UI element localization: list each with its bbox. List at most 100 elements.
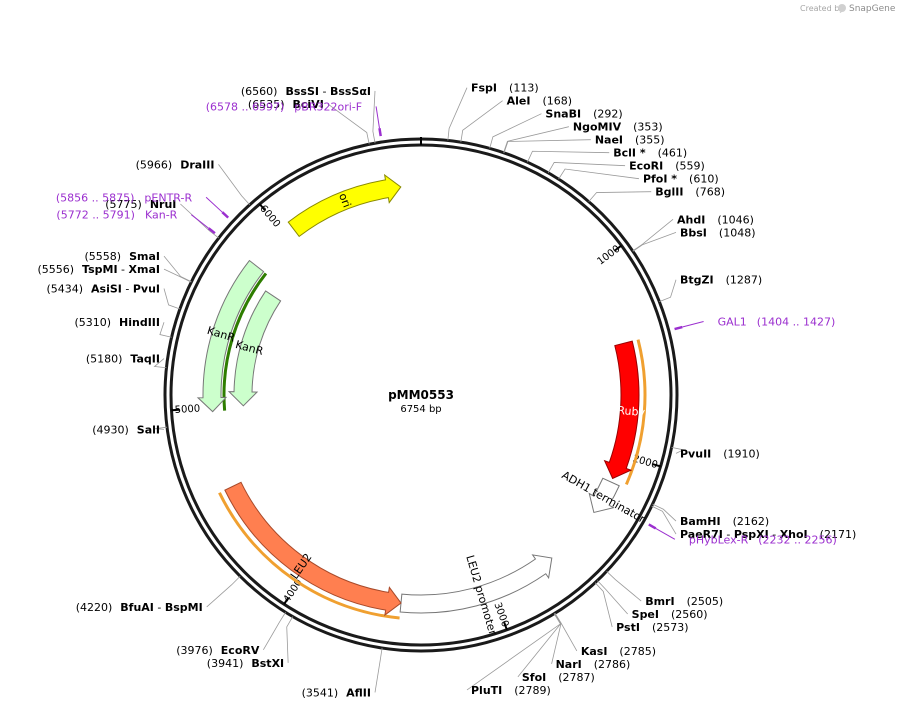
site-name: PspXI	[734, 528, 769, 541]
feature-leu2[interactable]: LEU2	[218, 481, 402, 620]
enzyme-site-bamhi[interactable]: BamHI(2162)	[652, 503, 770, 528]
site-label: SnaBI(292)	[545, 108, 622, 121]
site-leader-line	[460, 100, 503, 143]
primer-gal1[interactable]: GAL1(1404 .. 1427)	[674, 316, 836, 331]
enzyme-site-bmri[interactable]: BmrI(2505)	[606, 570, 724, 608]
enzyme-site-kasi[interactable]: KasI(2785)	[554, 612, 656, 658]
primer-pbr322ori-f[interactable]: (6578 .. 6597)pBR322ori-F	[206, 100, 382, 137]
enzyme-site-ecori[interactable]: EcoRI(559)	[547, 160, 705, 174]
enzyme-site-bcivi[interactable]: (6535)BciVI	[248, 98, 370, 145]
site-label: FspI(113)	[471, 82, 539, 95]
site-leader-line	[206, 575, 241, 608]
feature-label-adh1-terminator: ADH1 terminator	[560, 469, 648, 526]
enzyme-site-bcli[interactable]: BclI *(461)	[527, 147, 687, 163]
site-position: (1287)	[726, 274, 763, 287]
site-position: (768)	[695, 186, 725, 199]
enzyme-site-snabi[interactable]: SnaBI(292)	[489, 108, 623, 149]
site-name: TspMI	[82, 263, 118, 276]
site-leader-line	[159, 322, 172, 338]
site-name: PfoI *	[643, 173, 677, 186]
site-name: BssSαI	[330, 85, 371, 98]
site-leader-line	[447, 87, 468, 141]
enzyme-site-sfoi[interactable]: SfoI(2787)	[517, 613, 595, 684]
enzyme-site-btgzi[interactable]: BtgZI(1287)	[659, 274, 762, 302]
feature-arrow	[224, 481, 402, 617]
enzyme-site-psti[interactable]: PstI(2573)	[594, 582, 689, 634]
site-position: (2162)	[733, 515, 770, 528]
feature-ori[interactable]: ori	[287, 173, 402, 238]
site-leader-line	[263, 612, 286, 651]
enzyme-site-tspmi[interactable]: (5556)TspMI - XmaI	[37, 263, 192, 283]
site-position: (113)	[509, 82, 539, 95]
enzyme-site-alei[interactable]: AleI(168)	[460, 95, 572, 143]
feature-arrow	[399, 554, 553, 614]
site-leader-line	[163, 255, 192, 283]
primer-label: (6578 .. 6597)pBR322ori-F	[206, 100, 362, 113]
enzyme-site-bsssi[interactable]: (6560)BssSI - BssSαI	[241, 85, 376, 144]
enzyme-site-ngomiv[interactable]: NgoMIV(353)	[503, 121, 663, 153]
feature-arrow	[196, 259, 265, 413]
enzyme-site-taqii[interactable]: (5180)TaqII	[86, 353, 167, 369]
tick-label: 6000	[257, 203, 282, 230]
enzyme-site-naei[interactable]: NaeI(355)	[503, 134, 665, 153]
enzyme-site-paer7i[interactable]: PaeR7I - PspXI - XhoI(2171)	[651, 505, 857, 541]
site-label: BmrI(2505)	[645, 595, 723, 608]
primer-pentr-r[interactable]: (5856 .. 5875)pENTR-R	[56, 191, 230, 219]
site-position: (559)	[675, 160, 705, 173]
site-label: (6535)BciVI	[248, 98, 324, 111]
enzyme-site-smai[interactable]: (5558) SmaI	[85, 250, 192, 283]
enzyme-site-bstxi[interactable]: (3941)BstXI	[207, 616, 294, 670]
primer-mark	[378, 128, 382, 137]
enzyme-site-pfoi[interactable]: PfoI *(610)	[558, 168, 719, 186]
enzyme-site-ecorv[interactable]: (3976)EcoRV	[176, 612, 286, 657]
primer-mark	[207, 227, 216, 235]
site-label: (5180)TaqII	[86, 353, 160, 366]
enzyme-site-asisi[interactable]: (5434)AsiSI - PvuI	[46, 282, 181, 310]
site-name: XhoI	[780, 528, 808, 541]
enzyme-site-draiii[interactable]: (5966)DraIII	[136, 158, 250, 206]
enzyme-site-pvuii[interactable]: PvuII(1910)	[671, 446, 760, 460]
feature-leu2-promoter[interactable]: LEU2 promoter	[399, 554, 553, 637]
enzyme-site-ahdi[interactable]: AhdI(1046)	[632, 213, 754, 252]
enzyme-site-sali[interactable]: (4930)SalI	[92, 423, 168, 436]
site-leader-line	[652, 503, 677, 522]
enzyme-site-bfuai[interactable]: (4220)BfuAI - BspMI	[76, 575, 241, 614]
feature-mruby2[interactable]: mRuby2	[603, 339, 653, 486]
primer-phyblex-r[interactable]: pHybLex-R(2232 .. 2256)	[648, 523, 837, 546]
site-label: BtgZI(1287)	[680, 274, 762, 287]
primer-name: Kan-R	[145, 209, 178, 222]
site-label: (3941)BstXI	[207, 657, 284, 670]
enzyme-site-pluti[interactable]: PluTI(2789)	[466, 613, 561, 697]
enzyme-site-bbsi[interactable]: BbsI(1048)	[632, 226, 756, 252]
primer-kan-r[interactable]: (5772 .. 5791)Kan-R	[56, 209, 216, 235]
site-label: SpeI(2560)	[632, 608, 708, 621]
primer-range: (2232 .. 2256)	[758, 533, 837, 546]
credit-text: Created by	[800, 4, 844, 13]
site-name: SmaI	[129, 250, 160, 263]
site-position: (5558)	[85, 250, 122, 263]
enzyme-site-nari[interactable]: NarI(2786)	[551, 613, 631, 671]
enzyme-site-aflii[interactable]: (3541)AflII	[302, 647, 383, 699]
site-name: PvuI	[133, 282, 160, 295]
primer-label: pHybLex-R(2232 .. 2256)	[689, 533, 837, 546]
feature-kanr-1[interactable]: KanR	[196, 259, 268, 413]
enzyme-site-bglii[interactable]: BglII(768)	[588, 186, 725, 202]
enzyme-site-fspi[interactable]: FspI(113)	[447, 82, 539, 141]
site-name: XmaI	[129, 263, 160, 276]
site-name: SfoI	[522, 671, 546, 684]
site-name: AflII	[346, 686, 371, 699]
feature-kanr-2[interactable]: KanR	[227, 290, 282, 407]
site-name: TaqII	[130, 353, 160, 366]
site-label: (3541)AflII	[302, 686, 371, 699]
site-name: NruI	[150, 198, 177, 211]
enzyme-site-spei[interactable]: SpeI(2560)	[597, 580, 708, 621]
site-leader-line	[218, 164, 250, 206]
site-leader-line	[503, 139, 591, 153]
enzyme-site-nrui[interactable]: (5775)NruI	[105, 198, 220, 239]
site-leader-line	[163, 288, 181, 310]
site-name: SalI	[137, 423, 160, 436]
site-position: (4220)	[76, 601, 113, 614]
site-position: (1046)	[717, 213, 754, 226]
feature-adh1-terminator[interactable]: ADH1 terminator	[560, 469, 648, 526]
enzyme-site-hindiii[interactable]: (5310)HindIII	[74, 316, 172, 338]
